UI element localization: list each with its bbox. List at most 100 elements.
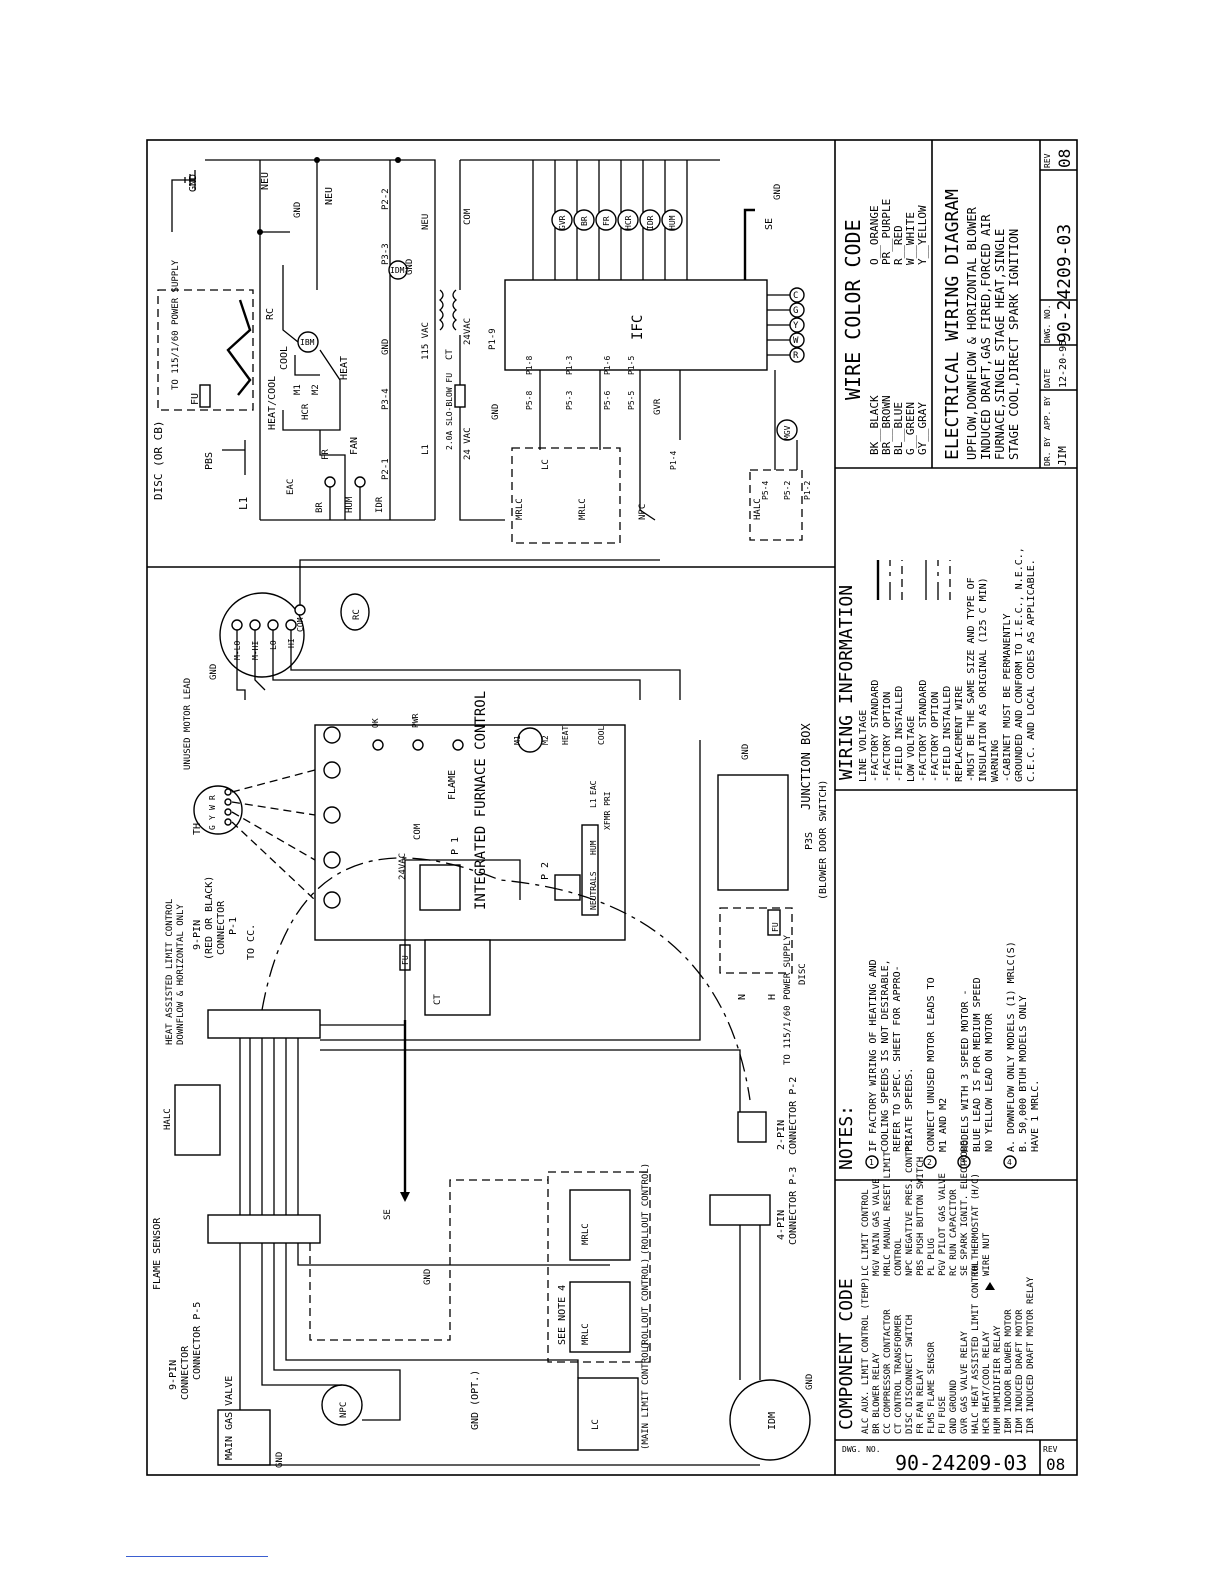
limit-wire-r <box>285 1243 579 1378</box>
pictorial-diagram: M-LO M-HI LO HI COM RC GND UNUSED MOTOR … <box>152 559 829 1468</box>
connector-p3-label: CONNECTOR P-3 <box>788 1167 799 1245</box>
p1-connector <box>419 864 461 911</box>
cool-label: COOL <box>279 346 290 370</box>
gas-valve-gnd-label: GND <box>275 1452 285 1468</box>
disc-fuse-label: FU <box>771 922 780 932</box>
relay-label-gvr: GVR <box>558 215 567 230</box>
component-code-entry: ALC AUX. LIMIT CONTROL (TEMP) <box>861 1277 871 1434</box>
p1-9-label: P1-9 <box>488 328 498 350</box>
p5-nine-pin-connector <box>207 1214 321 1244</box>
m2-label: M2 <box>311 384 321 395</box>
schematic-power-label: TO 115/1/60 POWER SUPPLY <box>171 259 181 390</box>
heat-terminal-label: HEAT <box>561 726 570 745</box>
schematic-ibm-label: IBM <box>300 338 315 347</box>
p2-two-pin-connector <box>737 1111 767 1143</box>
component-code-entry: SE SPARK IGNIT. ELECTRODE <box>960 1141 970 1276</box>
component-code-entry: GND GROUND <box>949 1380 959 1434</box>
wire-code-right-5: Y__YELLOW <box>916 205 929 265</box>
ibm-pin <box>231 619 243 631</box>
th-pin <box>224 798 232 806</box>
wire-code-left-2: BR__BROWN <box>880 395 893 455</box>
note-line: HAVE 1 MRLC. <box>1030 1080 1041 1152</box>
th-pin <box>224 788 232 796</box>
ifc-title: INTEGRATED FURNACE CONTROL <box>473 691 489 910</box>
ibm-pin <box>249 619 261 631</box>
th-y-wire <box>231 811 316 861</box>
fan-wire <box>319 430 346 520</box>
hum-label: HUM <box>345 496 355 513</box>
wiring-info-line: LOW VOLTAGE <box>906 716 917 782</box>
pin-label: P1-8 <box>525 356 534 375</box>
rollout-wire-r <box>297 1243 610 1266</box>
component-code-entry: FR FAN RELAY <box>916 1368 926 1434</box>
nine-pin-label-2: 9-PIN <box>168 1360 179 1390</box>
th-pin-label: Y <box>208 815 217 820</box>
component-code-entry: NPC NEGATIVE PRES. CONT'L <box>905 1141 915 1276</box>
mrlc-dashed-region <box>511 447 621 544</box>
th-r-wire <box>231 769 316 793</box>
harness-wire-bk <box>320 859 521 1026</box>
dr-by-label: DR. BY <box>1043 437 1052 466</box>
diagram-title: ELECTRICAL WIRING DIAGRAM <box>942 189 963 460</box>
component-code-entry: DISC DISCONNECT SWITCH <box>905 1315 915 1434</box>
note-line: NO YELLOW LEAD ON MOTOR <box>984 1013 995 1152</box>
vac24b-label: 24 VAC <box>463 427 473 460</box>
motor-aux-connector <box>517 727 543 753</box>
eac-terminal-label: EAC <box>589 780 598 795</box>
dr-by-value: JIM <box>1056 446 1069 466</box>
pin-label: P1-3 <box>565 356 574 375</box>
wiring-info-line: -FACTORY OPTION <box>882 692 893 782</box>
wiring-info-line: -FACTORY STANDARD <box>918 680 929 782</box>
run-capacitor <box>340 593 370 631</box>
note-marker-number: 4 <box>1007 1158 1012 1167</box>
pin-label: P5-5 <box>627 391 636 410</box>
flame-sensor-label: FLAME SENSOR <box>152 1217 163 1290</box>
junction-box-label: JUNCTION BOX <box>799 723 813 810</box>
rev-label-bottom: REV <box>1043 1445 1058 1454</box>
p1-connector-label: P-1 <box>228 917 239 935</box>
wiring-information-block: WIRING INFORMATION LINE VOLTAGE -FACTORY… <box>836 547 1037 782</box>
component-code-entry: CT CONTROL TRANSFORMER <box>894 1314 904 1434</box>
date-value: 12-20-95 <box>1058 340 1069 388</box>
rollout-label-2: (ROLLOUT CONTROL) <box>641 1258 651 1350</box>
th-pin-label: W <box>208 805 217 810</box>
mrlc-pictorial-1: MRLC <box>581 1223 591 1245</box>
com-wire <box>299 559 660 605</box>
pin-label: P1-6 <box>603 356 612 375</box>
halc-note-1: HEAT ASSISTED LIMIT CONTROL <box>165 899 175 1045</box>
note-line: REFER TO SPEC. SHEET FOR APPRO- <box>892 965 903 1152</box>
note-line: IF FACTORY WIRING OF HEATING AND <box>868 959 879 1152</box>
component-code-entry: RC RUN CAPACITOR <box>949 1189 959 1276</box>
th-pin-label: G <box>208 825 217 830</box>
note-marker <box>865 1155 879 1169</box>
disc-label: DISC <box>798 963 808 985</box>
neutrals-label: NEUTRALS <box>589 871 598 910</box>
rollout-control-1 <box>569 1189 631 1261</box>
footer-link-underline[interactable] <box>126 1556 268 1557</box>
heat-label: HEAT <box>339 356 350 380</box>
dwg-no-value: 90-24209-03 <box>1054 224 1075 343</box>
diagram-subtitle-4: STAGE COOL,DIRECT SPARK IGNITION <box>1007 229 1021 460</box>
flame-label: FLAME <box>447 770 458 800</box>
wiring-info-line: LINE VOLTAGE <box>858 710 869 782</box>
rollout-dash-wire <box>309 1179 548 1341</box>
eac-label: EAC <box>286 479 296 495</box>
harness-wire-w <box>320 1049 741 1112</box>
component-code-entry: WIRE NUT <box>982 1232 992 1276</box>
component-code-entry: BR BLOWER RELAY <box>872 1352 882 1434</box>
schematic-neu-label: NEU <box>260 172 271 190</box>
m-hi-wire <box>254 630 266 691</box>
wiring-info-line: REPLACEMENT WIRE <box>954 686 965 782</box>
note-line: MODELS WITH 3 SPEED MOTOR - <box>960 989 971 1152</box>
p2-1-label: P2-1 <box>381 458 391 480</box>
transformer-primary <box>438 289 444 331</box>
neu-label-3: NEU <box>421 214 431 230</box>
m1-terminal-label: M1 <box>513 735 522 745</box>
wire-code-right-3: R__RED <box>892 225 905 265</box>
component-code-title: COMPONENT CODE <box>836 1278 857 1430</box>
led-ok-label: OK <box>371 718 380 728</box>
led-pwr-label: PWR <box>411 713 420 728</box>
p1-label: P 1 <box>450 837 461 855</box>
wire-code-left-5: GY__GRAY <box>916 402 929 455</box>
rev-label: REV <box>1043 153 1052 168</box>
